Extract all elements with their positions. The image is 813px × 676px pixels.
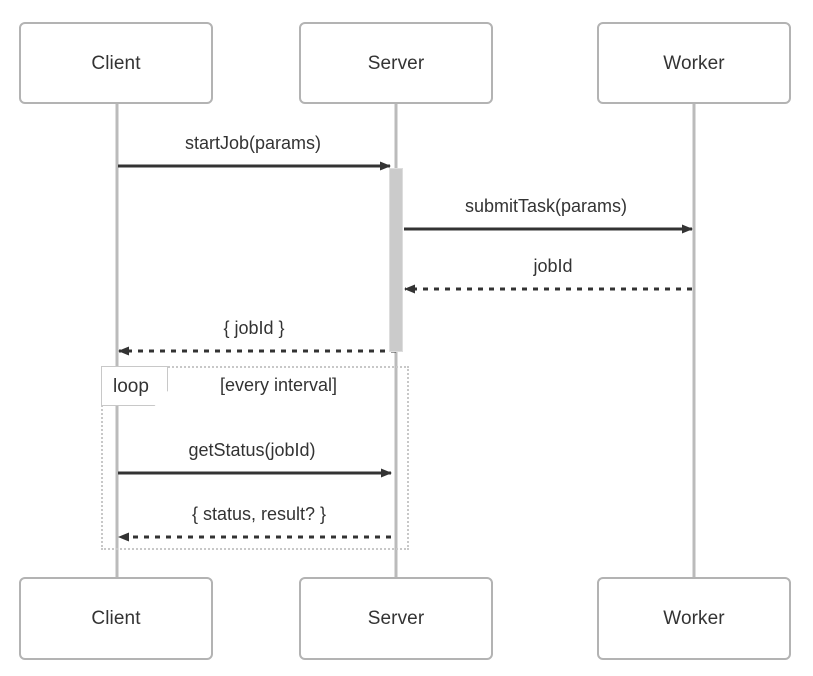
loop-fragment-tag-label: loop [113,375,149,397]
message-label-status-result: { status, result? } [191,504,327,524]
message-label-jobid-wrapped: { jobId } [223,318,285,338]
participant-label-worker-bottom: Worker [663,608,725,629]
message-label-startjob: startJob(params) [184,133,322,153]
participant-label-client-bottom: Client [91,608,141,629]
participant-label-server-bottom: Server [367,608,425,629]
loop-fragment-condition: [every interval] [220,375,338,395]
activation-bar-server [389,168,403,352]
message-label-getstatus: getStatus(jobId) [188,440,316,460]
participant-label-worker-top: Worker [663,52,725,74]
participant-box-client-bottom[interactable]: Client [19,577,213,660]
participant-box-client-top[interactable]: Client [19,22,213,104]
participant-label-server-top: Server [367,52,425,74]
message-label-jobid: jobId [533,256,573,276]
message-arrows [118,161,693,542]
loop-fragment [101,366,409,550]
participant-box-worker-bottom[interactable]: Worker [597,577,791,660]
participant-box-server-top[interactable]: Server [299,22,493,104]
participant-box-server-bottom[interactable]: Server [299,577,493,660]
participant-box-worker-top[interactable]: Worker [597,22,791,104]
loop-fragment-tag: loop [101,366,168,406]
participant-label-client-top: Client [91,52,141,74]
message-label-submittask: submitTask(params) [464,196,628,216]
